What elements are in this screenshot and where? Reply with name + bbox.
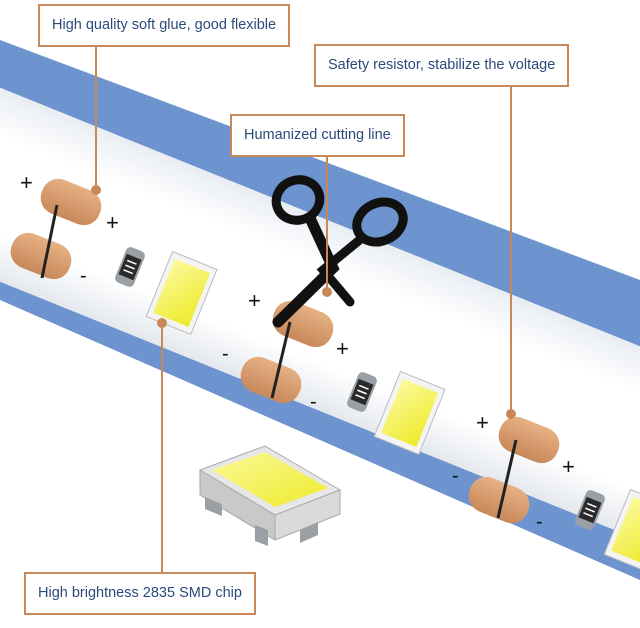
minus-sign: - — [536, 511, 543, 533]
plus-sign: + — [248, 288, 261, 313]
plus-sign: + — [106, 210, 119, 235]
strip-segment-1: + + - — [10, 170, 218, 336]
strip-segment-2: + + - - — [222, 288, 446, 456]
leader-lines — [91, 45, 516, 572]
smd-chip-icon — [198, 445, 342, 546]
led-chip — [145, 250, 218, 336]
minus-sign: - — [452, 465, 459, 487]
resistor-icon — [115, 247, 145, 287]
callout-safety-resistor: Safety resistor, stabilize the voltage — [314, 44, 570, 87]
resistor-icon — [347, 372, 377, 412]
callout-smd-chip: High brightness 2835 SMD chip — [24, 572, 256, 615]
solder-pad — [10, 232, 72, 280]
minus-sign: - — [222, 343, 229, 365]
plus-sign: + — [336, 336, 349, 361]
solder-pad — [468, 476, 530, 524]
minus-sign: - — [310, 391, 317, 413]
plus-sign: + — [476, 410, 489, 435]
callout-soft-glue: High quality soft glue, good flexible — [38, 4, 291, 47]
minus-sign: - — [80, 265, 87, 287]
plus-sign: + — [20, 170, 33, 195]
resistor-icon — [575, 490, 605, 530]
callout-cutting-line: Humanized cutting line — [230, 114, 405, 157]
led-chip — [373, 370, 446, 456]
scissors-icon — [271, 175, 408, 328]
solder-pad — [240, 356, 302, 404]
plus-sign: + — [562, 454, 575, 479]
